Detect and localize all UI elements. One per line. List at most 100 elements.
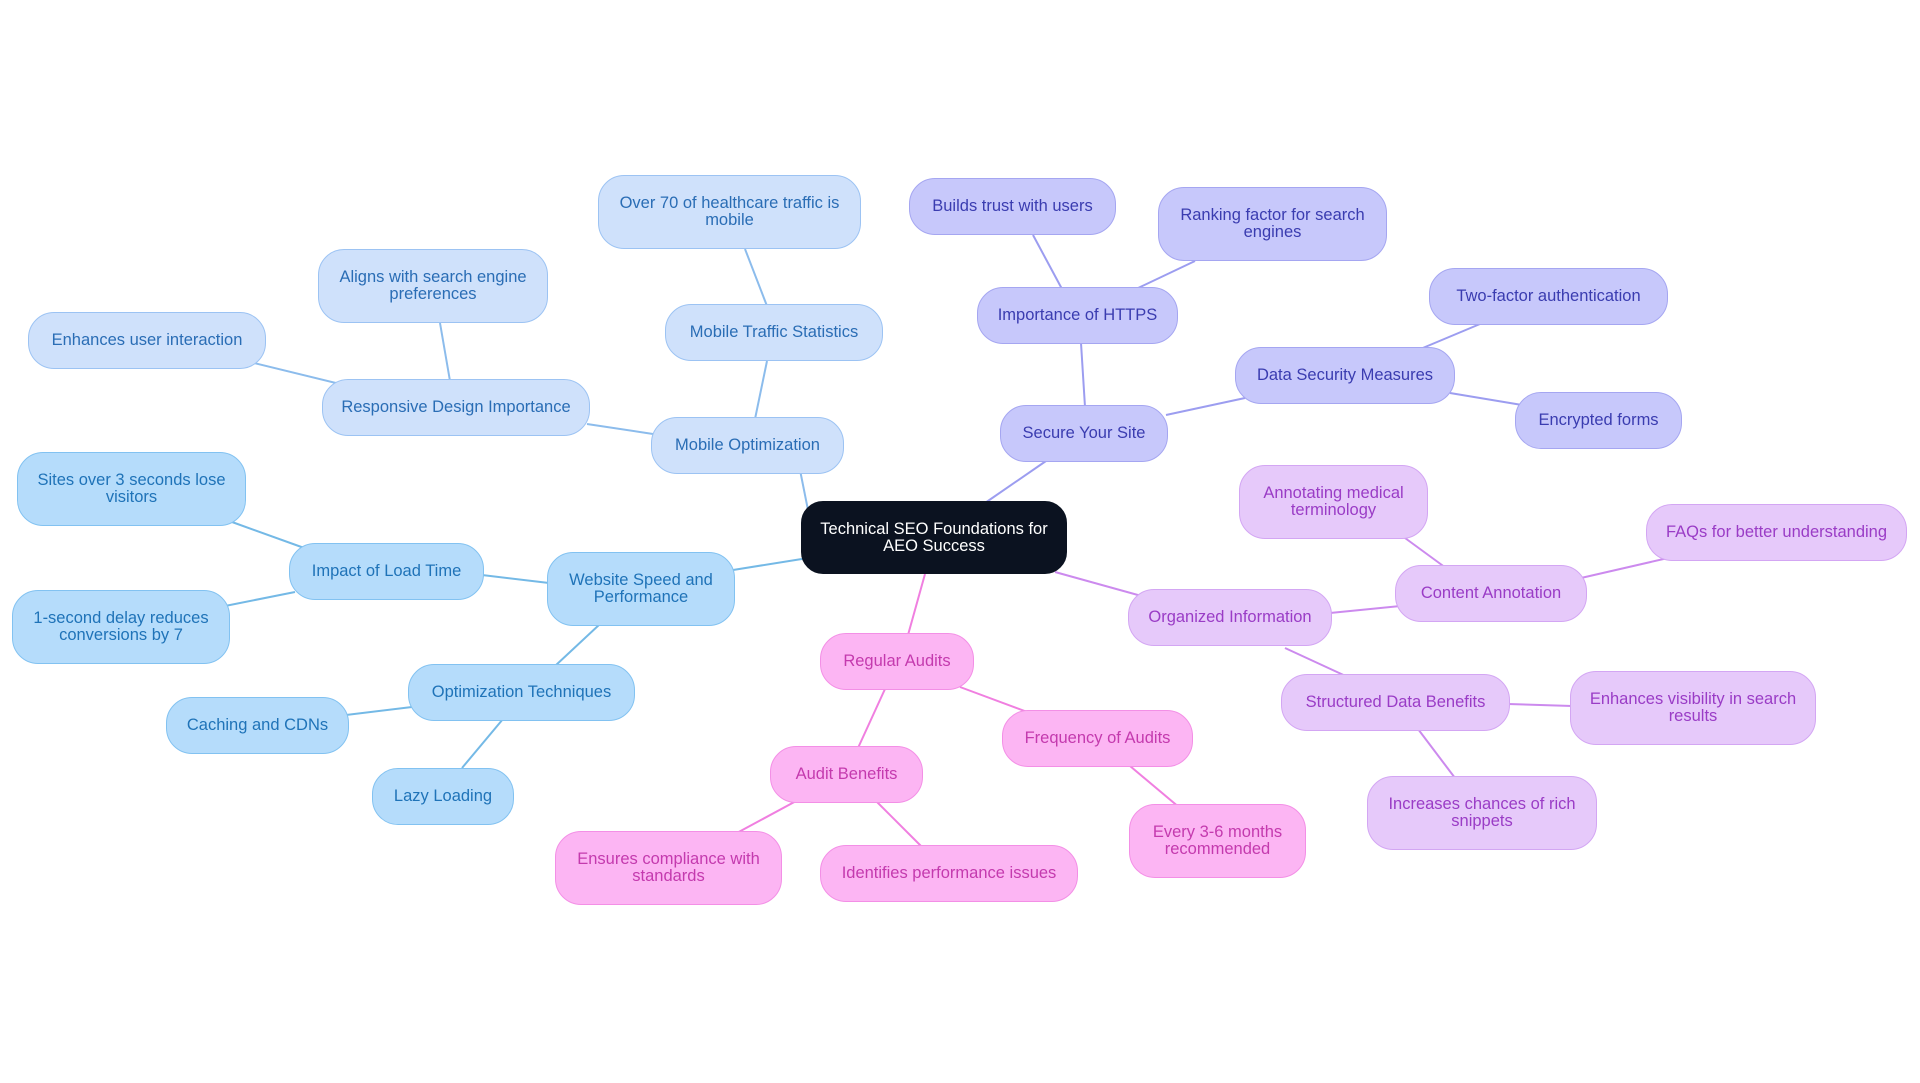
mobile-connector-line [754,360,768,420]
https-ranking-node: Ranking factor for search engines [1158,187,1387,261]
structured-data-node: Structured Data Benefits [1281,674,1510,731]
load-time-label: Impact of Load Time [311,562,462,580]
mobile-traffic-detail-node: Over 70 of healthcare traffic is mobile [598,175,861,249]
load-conversions-node: 1-second delay reduces conversions by 7 [12,590,230,664]
organized-connector-line [1404,537,1447,569]
organized-connector-line [1507,703,1573,707]
structured-snippets-label: Increases chances of rich snippets [1388,795,1576,830]
mobile-connector-line [439,322,451,382]
center-node-label: Technical SEO Foundations for AEO Succes… [820,519,1048,555]
mobile-optimization-label: Mobile Optimization [675,436,820,454]
secure-site-node: Secure Your Site [1000,405,1168,462]
responsive-user-label: Enhances user interaction [51,331,243,349]
annotation-medical-node: Annotating medical terminology [1239,465,1428,539]
audits-connector-line [734,799,799,835]
responsive-design-label: Responsive Design Importance [341,398,571,416]
regular-audits-label: Regular Audits [843,652,951,670]
mobile-connector-line [744,248,768,307]
speed-connector-line [345,706,413,716]
audit-performance-node: Identifies performance issues [820,845,1078,902]
secure-site-label: Secure Your Site [1022,424,1146,442]
audit-frequency-detail-label: Every 3-6 months recommended [1152,823,1283,858]
mobile-connector-line [586,423,654,435]
load-visitors-label: Sites over 3 seconds lose visitors [37,471,226,506]
audit-frequency-node: Frequency of Audits [1002,710,1193,767]
website-speed-node: Website Speed and Performance [547,552,735,626]
mobile-connector-line [249,361,341,385]
audits-connector-line [857,688,886,749]
secure-connector-line [1032,234,1063,290]
center-node: Technical SEO Foundations for AEO Succes… [801,501,1067,574]
secure-connector-line [1135,260,1196,290]
regular-audits-node: Regular Audits [820,633,974,690]
speed-connector-line [461,718,504,769]
responsive-search-node: Aligns with search engine preferences [318,249,548,323]
audit-compliance-node: Ensures compliance with standards [555,831,782,905]
speed-connector-line [231,521,308,550]
annotation-medical-label: Annotating medical terminology [1263,484,1404,519]
two-factor-label: Two-factor authentication [1456,287,1641,305]
organized-info-node: Organized Information [1128,589,1332,646]
https-label: Importance of HTTPS [997,306,1158,324]
audits-connector-line [907,573,926,636]
data-security-node: Data Security Measures [1235,347,1455,404]
organized-connector-line [1054,571,1146,598]
audit-performance-label: Identifies performance issues [841,864,1057,882]
optimization-techniques-label: Optimization Techniques [431,683,612,701]
structured-visibility-node: Enhances visibility in search results [1570,671,1816,745]
mobile-connector-line [799,469,809,511]
secure-connector-line [1165,397,1246,416]
speed-connector-line [481,574,550,584]
mobile-optimization-node: Mobile Optimization [651,417,844,474]
secure-connector-line [1417,323,1481,351]
optimization-techniques-node: Optimization Techniques [408,664,635,721]
mobile-traffic-detail-label: Over 70 of healthcare traffic is mobile [619,194,840,229]
caching-node: Caching and CDNs [166,697,349,754]
audit-frequency-label: Frequency of Audits [1024,729,1171,747]
caching-label: Caching and CDNs [186,716,329,734]
organized-connector-line [1329,605,1401,614]
secure-connector-line [1449,392,1523,406]
audits-connector-line [959,686,1031,714]
responsive-user-node: Enhances user interaction [28,312,266,369]
annotation-faq-label: FAQs for better understanding [1665,523,1888,541]
https-ranking-label: Ranking factor for search engines [1180,206,1365,241]
structured-data-label: Structured Data Benefits [1305,693,1486,711]
audit-frequency-detail-node: Every 3-6 months recommended [1129,804,1306,878]
load-visitors-node: Sites over 3 seconds lose visitors [17,452,246,526]
load-conversions-label: 1-second delay reduces conversions by 7 [33,609,209,644]
lazy-loading-label: Lazy Loading [393,787,493,805]
responsive-design-node: Responsive Design Importance [322,379,590,436]
annotation-faq-node: FAQs for better understanding [1646,504,1907,561]
encrypted-forms-node: Encrypted forms [1515,392,1682,449]
speed-connector-line [219,591,296,608]
two-factor-node: Two-factor authentication [1429,268,1668,325]
secure-connector-line [984,460,1047,504]
organized-connector-line [1417,728,1456,779]
https-trust-node: Builds trust with users [909,178,1116,235]
lazy-loading-node: Lazy Loading [372,768,514,825]
responsive-search-label: Aligns with search engine preferences [339,268,527,303]
organized-connector-line [1284,647,1351,679]
https-trust-label: Builds trust with users [932,197,1093,215]
organized-connector-line [1580,557,1669,579]
audit-benefits-label: Audit Benefits [795,765,898,783]
mobile-traffic-node: Mobile Traffic Statistics [665,304,883,361]
encrypted-forms-label: Encrypted forms [1538,411,1659,429]
mobile-traffic-label: Mobile Traffic Statistics [689,323,859,341]
audit-compliance-label: Ensures compliance with standards [577,850,760,885]
speed-connector-line [732,557,809,571]
audit-benefits-node: Audit Benefits [770,746,923,803]
speed-connector-line [554,623,601,667]
structured-snippets-node: Increases chances of rich snippets [1367,776,1597,850]
organized-info-label: Organized Information [1148,608,1312,626]
content-annotation-node: Content Annotation [1395,565,1587,622]
content-annotation-label: Content Annotation [1420,584,1562,602]
audits-connector-line [874,799,923,848]
load-time-node: Impact of Load Time [289,543,484,600]
website-speed-label: Website Speed and Performance [569,571,713,606]
https-node: Importance of HTTPS [977,287,1178,344]
audits-connector-line [1129,765,1181,809]
